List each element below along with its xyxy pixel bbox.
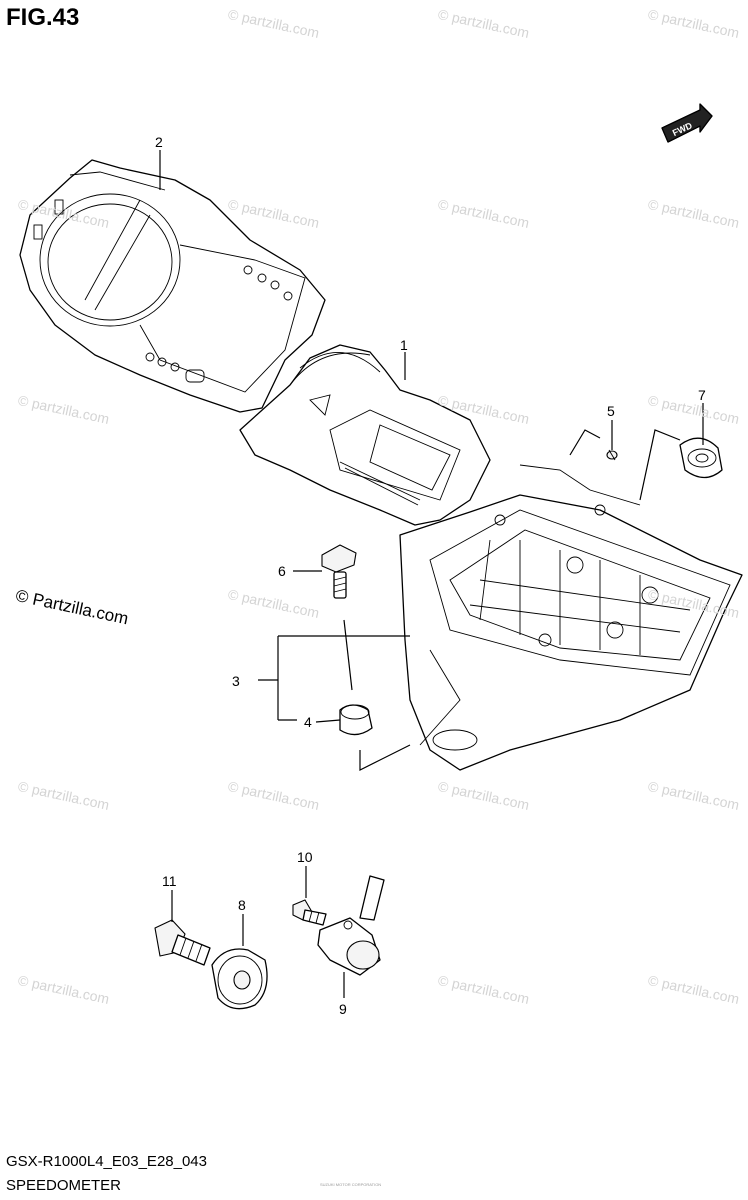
callout-2: 2: [155, 134, 163, 150]
figure-name: SPEEDOMETER: [6, 1177, 122, 1194]
callout-8: 8: [238, 897, 246, 913]
fwd-arrow-icon: FWD: [661, 103, 713, 143]
callout-9: 9: [339, 1001, 347, 1017]
callout-11: 11: [162, 873, 177, 889]
bolt-part-10: [292, 899, 327, 926]
screw-part-5: [606, 449, 618, 461]
callout-7: 7: [698, 387, 706, 403]
callout-5: 5: [607, 403, 615, 419]
meter-assembly-part: [239, 344, 491, 526]
rotor-part-8: [211, 948, 268, 1010]
figure-code: GSX-R1000L4_E03_E28_043: [6, 1153, 207, 1170]
screw-part-6: [321, 544, 357, 599]
fine-print: SUZUKI MOTOR CORPORATION: [320, 1182, 382, 1187]
callout-1: 1: [400, 337, 408, 353]
leader-lines: [159, 150, 704, 998]
speed-sensor-part-9: [317, 875, 385, 976]
meter-case-part: [399, 464, 743, 771]
callout-3: 3: [232, 673, 240, 689]
meter-cover-part: [19, 159, 326, 413]
grommet-part-7: [679, 437, 723, 479]
grommet-part-4: [339, 704, 373, 736]
callout-10: 10: [297, 849, 313, 865]
figure-title: FIG.43: [6, 4, 80, 31]
bolt-part-11: [154, 919, 211, 966]
callout-6: 6: [278, 563, 286, 579]
callout-4: 4: [304, 714, 312, 730]
